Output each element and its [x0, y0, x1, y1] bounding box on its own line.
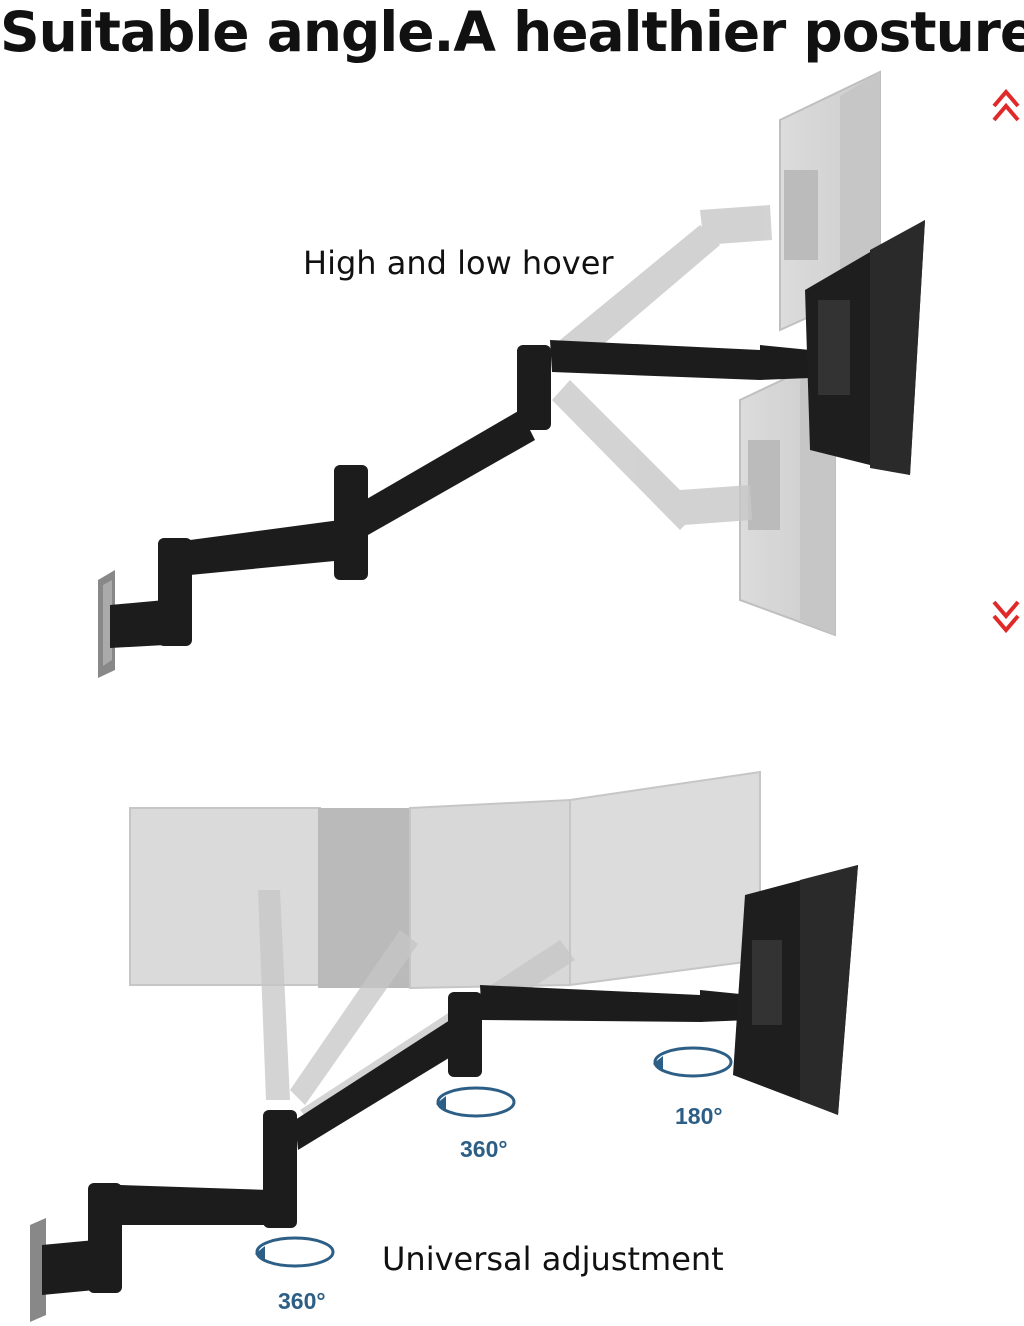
rotation-label-180-head: 180° — [675, 1103, 723, 1129]
down-arrow-icon — [992, 600, 1020, 634]
black-arm-bottom — [42, 985, 750, 1295]
label-high-low-hover: High and low hover — [303, 244, 614, 282]
monitor-active-top — [805, 220, 925, 475]
rotation-label-360-base: 360° — [278, 1288, 326, 1314]
rotation-label-360-arm: 360° — [460, 1136, 508, 1162]
rotation-arrowhead-icon — [255, 1056, 663, 1262]
up-arrow-icon — [992, 88, 1020, 122]
ghost-monitor-row — [129, 770, 761, 990]
wall-plate-top — [98, 570, 115, 678]
black-arm-top — [110, 340, 810, 648]
monitor-active-bottom — [733, 865, 858, 1115]
rotation-arrow-icon — [255, 1046, 733, 1268]
ghost-arms — [552, 205, 772, 530]
wall-plate-bottom — [30, 1218, 46, 1322]
headline: Suitable angle.A healthier posture — [0, 0, 1024, 64]
label-universal-adjustment: Universal adjustment — [382, 1240, 724, 1278]
